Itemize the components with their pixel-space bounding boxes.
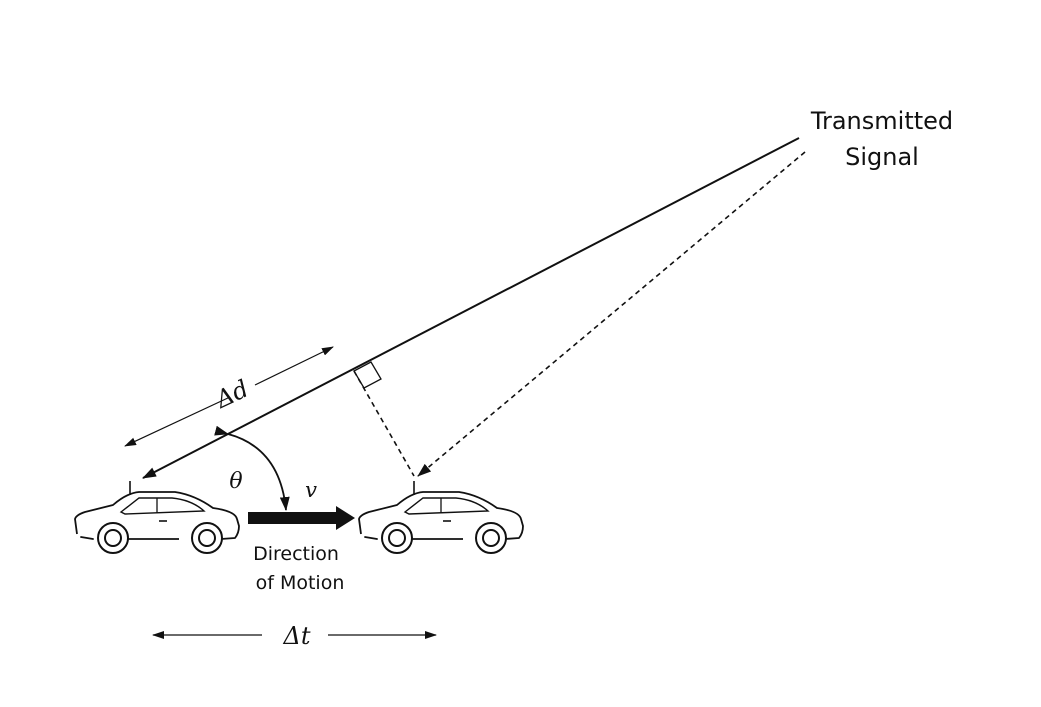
car-body bbox=[74, 491, 240, 540]
car-rear-wheel bbox=[191, 522, 223, 554]
car-icon-end bbox=[358, 481, 524, 554]
delta-d-arrow-right bbox=[254, 346, 334, 386]
signal-path-dashed bbox=[417, 151, 806, 477]
theta-label: θ bbox=[229, 469, 242, 494]
velocity-label: v bbox=[305, 478, 317, 502]
car-icon-start bbox=[74, 481, 240, 554]
car-front-wheel bbox=[97, 522, 129, 554]
car-rear-hub bbox=[482, 529, 500, 547]
car-front-wheel bbox=[381, 522, 413, 554]
theta-angle-arc bbox=[214, 425, 290, 511]
car-rear-hub bbox=[198, 529, 216, 547]
car-window-frame bbox=[119, 497, 206, 515]
car-window-frame bbox=[403, 497, 490, 515]
car-rear-wheel bbox=[475, 522, 507, 554]
right-angle-marker bbox=[353, 361, 382, 389]
motion-arrow-shaft bbox=[248, 512, 336, 524]
transmitted-signal-line1: Transmitted bbox=[810, 107, 953, 135]
motion-arrow-head bbox=[336, 506, 355, 530]
transmitted-signal-line2: Signal bbox=[845, 143, 919, 171]
car-body bbox=[358, 491, 524, 540]
delta-d-arrow-left bbox=[124, 396, 231, 447]
direction-label-line2: of Motion bbox=[256, 572, 345, 594]
delta-d-label: Δd bbox=[211, 375, 253, 415]
car-front-hub bbox=[388, 529, 406, 547]
direction-label-line1: Direction bbox=[253, 543, 339, 565]
car-front-hub bbox=[104, 529, 122, 547]
signal-path-solid bbox=[142, 137, 800, 479]
delta-t-label: Δt bbox=[283, 622, 311, 650]
